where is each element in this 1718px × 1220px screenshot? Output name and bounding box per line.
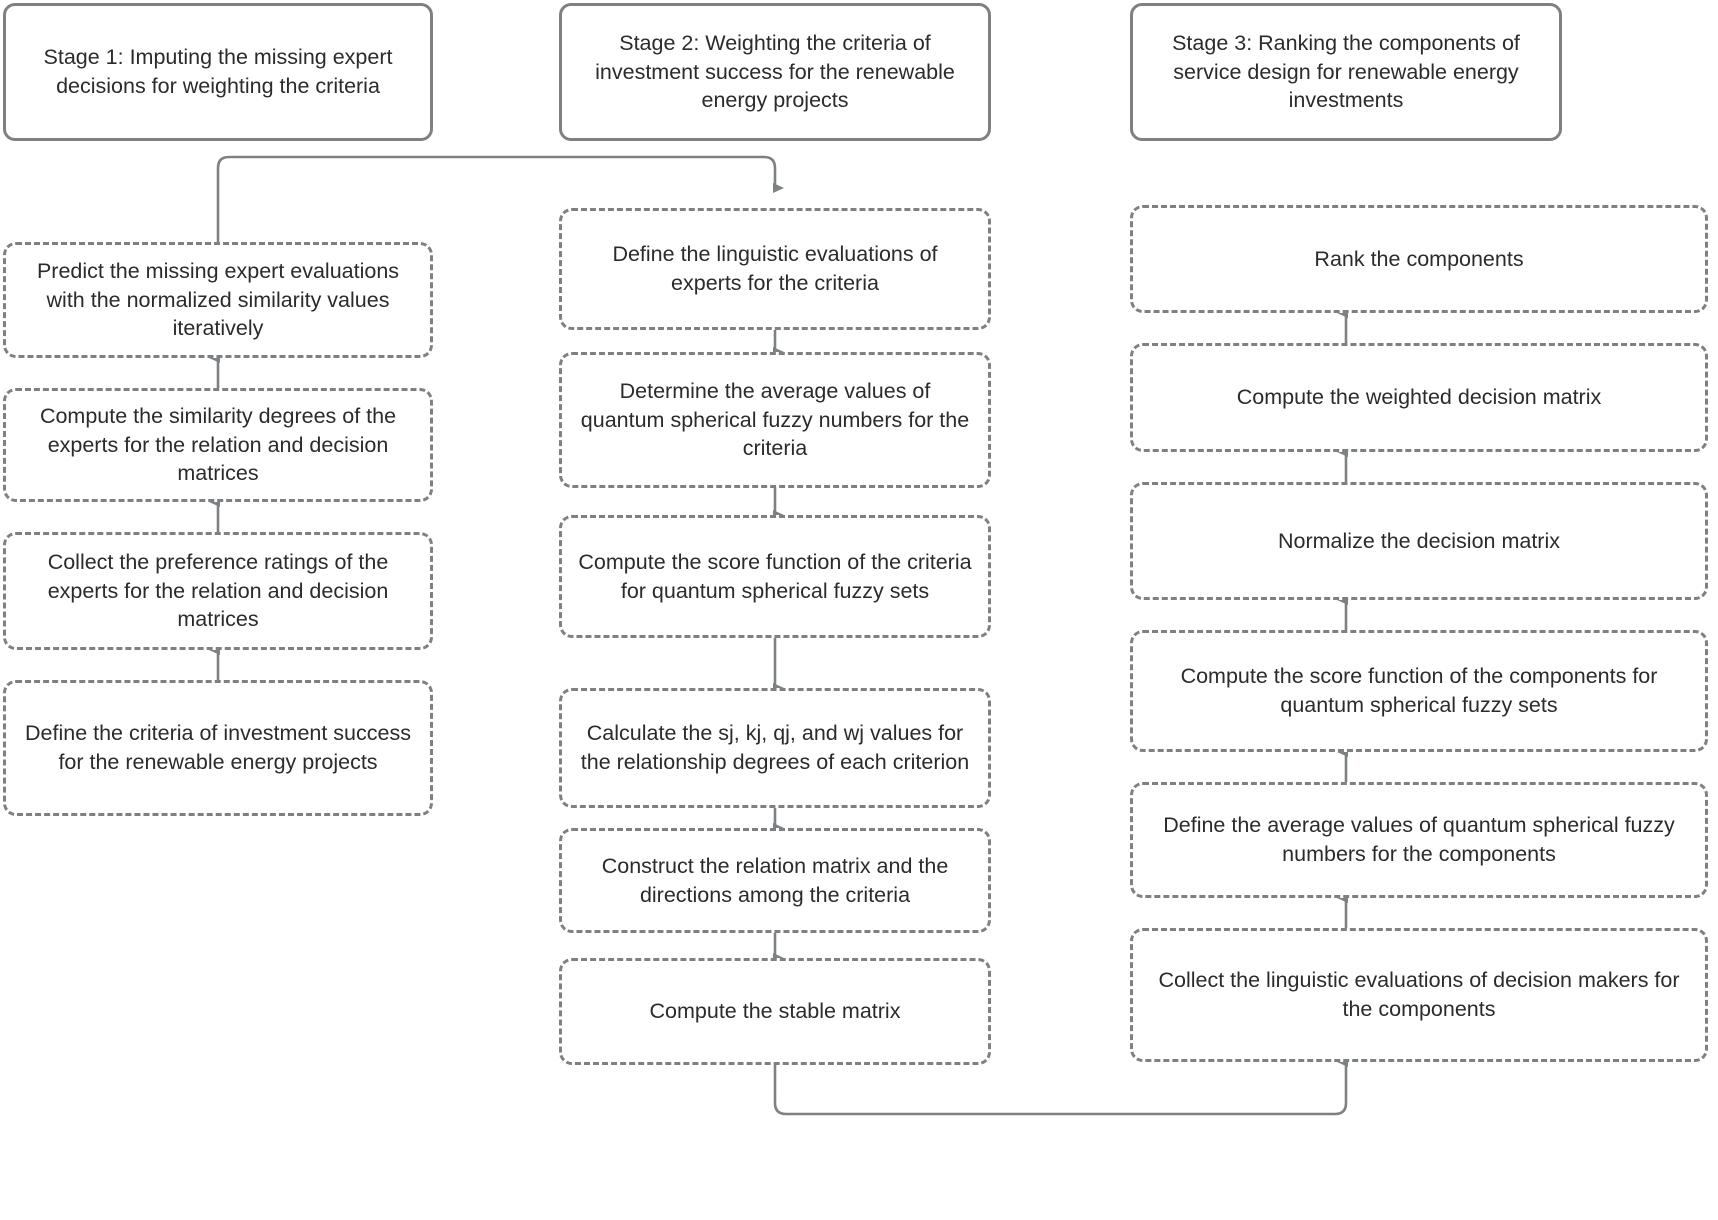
step-rank-the-components[interactable]: Rank the components <box>1130 205 1708 313</box>
stage-2-header-box[interactable]: Stage 2: Weighting the criteria of inves… <box>559 3 991 141</box>
step-collect-linguistic-evaluations-decision-makers[interactable]: Collect the linguistic evaluations of de… <box>1130 928 1708 1062</box>
step-determine-average-values-criteria[interactable]: Determine the average values of quantum … <box>559 352 991 488</box>
step-compute-similarity-degrees[interactable]: Compute the similarity degrees of the ex… <box>3 388 433 502</box>
stage-2-header-label: Stage 2: Weighting the criteria of inves… <box>595 31 955 113</box>
step-label: Compute the similarity degrees of the ex… <box>39 404 397 486</box>
step-compute-score-function-criteria[interactable]: Compute the score function of the criter… <box>559 515 991 638</box>
stage-3-header-label: Stage 3: Ranking the components of servi… <box>1172 31 1520 113</box>
step-label: Calculate the sj, kj, qj, and wj values … <box>580 721 970 774</box>
step-predict-missing-expert-evaluations[interactable]: Predict the missing expert evaluations w… <box>3 242 433 358</box>
step-label: Define the average values of quantum sph… <box>1163 813 1675 866</box>
step-label: Determine the average values of quantum … <box>580 379 970 461</box>
step-label: Rank the components <box>1314 246 1524 271</box>
step-label: Construct the relation matrix and the di… <box>601 853 949 907</box>
step-compute-score-function-components[interactable]: Compute the score function of the compon… <box>1130 630 1708 752</box>
step-label: Compute the score function of the criter… <box>578 549 972 603</box>
stage-3-header-box[interactable]: Stage 3: Ranking the components of servi… <box>1130 3 1562 141</box>
step-label: Compute the stable matrix <box>649 999 901 1024</box>
step-label: Define the linguistic evaluations of exp… <box>612 242 938 295</box>
step-label: Predict the missing expert evaluations w… <box>36 259 400 341</box>
step-label: Compute the weighted decision matrix <box>1236 385 1602 410</box>
step-normalize-decision-matrix[interactable]: Normalize the decision matrix <box>1130 482 1708 600</box>
step-label: Define the criteria of investment succes… <box>25 721 411 774</box>
stage-1-header-label: Stage 1: Imputing the missing expert dec… <box>43 45 393 98</box>
stage-1-header-box[interactable]: Stage 1: Imputing the missing expert dec… <box>3 3 433 141</box>
step-label: Compute the score function of the compon… <box>1180 664 1658 717</box>
step-calculate-sj-kj-qj-wj-values[interactable]: Calculate the sj, kj, qj, and wj values … <box>559 688 991 808</box>
step-define-average-values-components[interactable]: Define the average values of quantum sph… <box>1130 782 1708 898</box>
edge-stage2-to-stage3 <box>773 1057 1348 1116</box>
step-label: Collect the linguistic evaluations of de… <box>1158 968 1680 1021</box>
step-label: Collect the preference ratings of the ex… <box>47 550 389 632</box>
step-collect-preference-ratings[interactable]: Collect the preference ratings of the ex… <box>3 532 433 650</box>
step-label: Normalize the decision matrix <box>1278 528 1560 553</box>
step-define-linguistic-evaluations-experts[interactable]: Define the linguistic evaluations of exp… <box>559 208 991 330</box>
step-define-criteria-investment-success[interactable]: Define the criteria of investment succes… <box>3 680 433 816</box>
step-compute-weighted-decision-matrix[interactable]: Compute the weighted decision matrix <box>1130 343 1708 452</box>
step-compute-stable-matrix[interactable]: Compute the stable matrix <box>559 958 991 1065</box>
step-construct-relation-matrix[interactable]: Construct the relation matrix and the di… <box>559 828 991 933</box>
